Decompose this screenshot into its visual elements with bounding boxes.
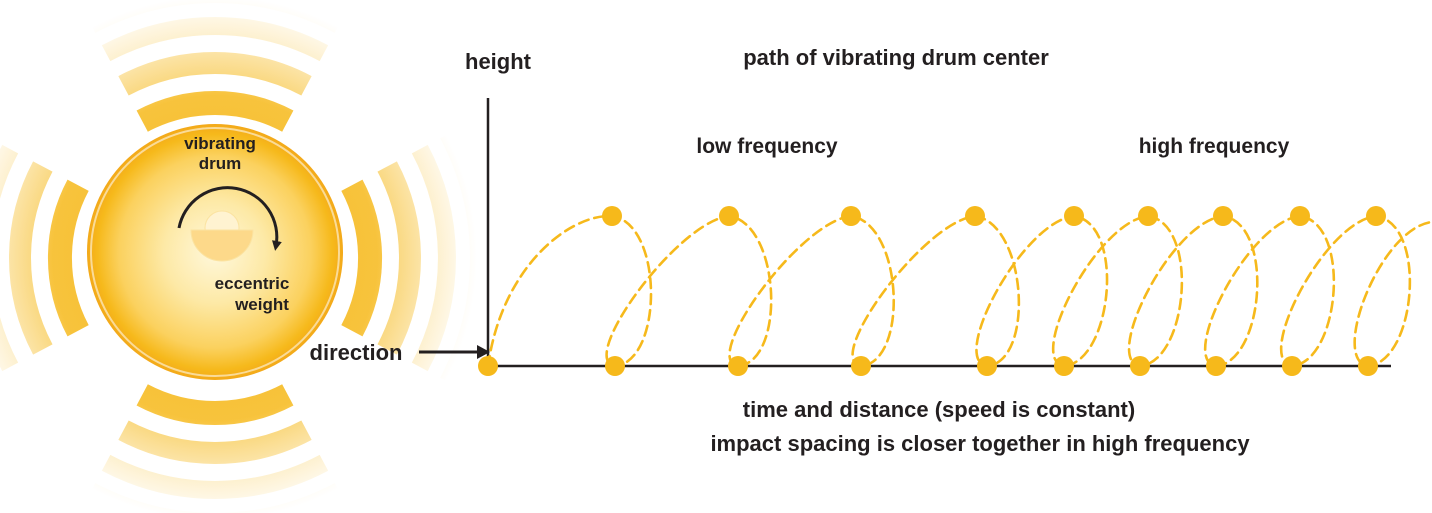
weight-label-line1: eccentric [215,274,290,293]
drum-center-path [486,214,1432,368]
impact-dot [1130,356,1150,376]
vibration-wave-arc [136,384,294,425]
impact-points [478,206,1386,376]
direction-label: direction [310,340,403,365]
path-peak-dot [841,206,861,226]
rotation-arrow-icon [177,186,282,251]
drum-center-path-line [486,214,1432,368]
path-peak-dot [719,206,739,226]
impact-dot [1206,356,1226,376]
vibration-wave-arc [377,161,421,355]
vibration-wave-arc [88,0,342,33]
height-axis-label: height [465,49,532,74]
path-peak-dot [602,206,622,226]
impact-dot [1054,356,1074,376]
path-peak-dot [1213,206,1233,226]
direction-arrow-icon [419,345,490,359]
weight-label-line2: weight [234,295,289,314]
vibration-wave-arc [136,91,294,132]
vibration-wave-arc [0,144,19,372]
vibration-wave-arc [411,144,456,372]
path-peak-dot [1138,206,1158,226]
footer-line2: impact spacing is closer together in hig… [710,431,1250,456]
path-peak-dot [1064,206,1084,226]
vibration-wave-arc [118,52,312,96]
vibration-wave-arc [118,420,312,464]
low-frequency-label: low frequency [696,135,838,158]
vibration-waves [0,0,484,513]
impact-dot [478,356,498,376]
path-peak-dot [1290,206,1310,226]
drum-label-line2: drum [199,154,242,173]
vibration-wave-arc [88,483,342,513]
footer-line1: time and distance (speed is constant) [743,397,1135,422]
impact-dot [851,356,871,376]
impact-dot [605,356,625,376]
path-peak-dot [965,206,985,226]
vibration-wave-arc [48,179,89,337]
vibration-wave-arc [341,179,382,337]
impact-dot [1282,356,1302,376]
vibration-wave-arc [101,17,329,62]
vibration-wave-arc [440,131,484,385]
vibrating-drum: vibrating drum eccentric weight [87,124,343,380]
impact-dot [977,356,997,376]
impact-dot [728,356,748,376]
drum-label-line1: vibrating [184,134,256,153]
vibration-wave-arc [101,454,329,499]
impact-dot [1358,356,1378,376]
vibration-wave-arc [9,161,53,355]
drum-rim [90,127,340,377]
diagram-title: path of vibrating drum center [743,45,1049,70]
path-peak-dot [1366,206,1386,226]
eccentric-weight-icon [190,210,254,262]
high-frequency-label: high frequency [1139,135,1290,158]
